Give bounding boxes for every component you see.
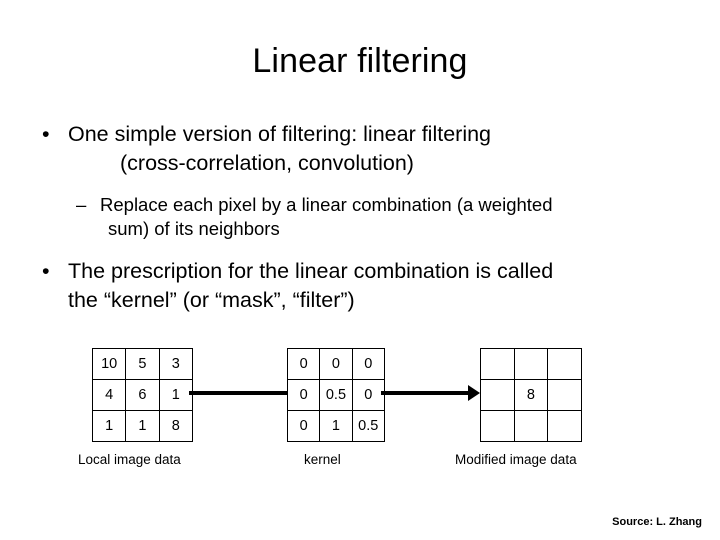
matrix-cell: 1 (158, 379, 193, 411)
matrix-cell: 0 (351, 348, 385, 380)
bullet-dot-icon: • (42, 259, 50, 284)
matrix-row: 1 1 8 (91, 410, 193, 442)
matrix-cell (480, 410, 515, 442)
connector-line-icon (189, 391, 287, 395)
matrix-row: 0 0.5 0 (286, 379, 385, 411)
matrix-row (480, 348, 582, 380)
bullet-dot-icon: • (42, 122, 50, 146)
matrix-cell: 0 (286, 410, 321, 442)
bullet-3-line-2: the “kernel” (or “mask”, “filter”) (68, 287, 355, 312)
local-image-data-matrix: 10 5 3 4 6 1 1 1 8 (91, 348, 193, 442)
bullet-dash-icon: – (76, 194, 87, 216)
matrix-cell: 8 (158, 410, 193, 442)
matrix-cell (480, 379, 515, 411)
right-arrow-icon (468, 385, 480, 401)
matrix-cell (480, 348, 515, 380)
page-title: Linear filtering (252, 42, 468, 80)
matrix-row (480, 410, 582, 442)
matrix-row: 8 (480, 379, 582, 411)
bullet-2-line-1: Replace each pixel by a linear combinati… (100, 194, 553, 216)
matrix-cell (547, 348, 582, 380)
matrix-row: 0 1 0.5 (286, 410, 385, 442)
matrix-cell (547, 379, 582, 411)
matrix-cell: 1 (319, 410, 353, 442)
matrix-cell (513, 348, 549, 380)
matrix-cell (513, 410, 549, 442)
convolution-diagram: 10 5 3 4 6 1 1 1 8 0 0 0 0 (0, 346, 720, 481)
matrix-cell: 1 (91, 410, 127, 442)
bullet-item-2: – Replace each pixel by a linear combina… (30, 193, 695, 241)
arrow-line-icon (381, 391, 471, 395)
bullet-1-line-1: One simple version of filtering: linear … (68, 122, 492, 146)
matrix-cell: 1 (125, 410, 160, 442)
matrix-cell: 10 (91, 348, 127, 380)
matrix-row: 4 6 1 (91, 379, 193, 411)
matrix-cell: 0 (319, 348, 353, 380)
caption-local-image-data: Local image data (78, 452, 181, 467)
modified-image-data-matrix: 8 (480, 348, 582, 442)
matrix-cell: 0 (286, 348, 321, 380)
caption-kernel: kernel (304, 452, 341, 467)
matrix-cell: 0.5 (351, 410, 385, 442)
matrix-row: 10 5 3 (91, 348, 193, 380)
matrix-cell: 0 (351, 379, 385, 411)
spacer (30, 179, 695, 193)
bullet-item-3: • The prescription for the linear combin… (30, 257, 695, 314)
matrix-row: 0 0 0 (286, 348, 385, 380)
matrix-cell: 0.5 (319, 379, 353, 411)
matrix-cell: 0 (286, 379, 321, 411)
slide-body: • One simple version of filtering: linea… (30, 120, 695, 316)
matrix-cell: 6 (125, 379, 160, 411)
matrix-cell: 4 (91, 379, 127, 411)
caption-modified-image-data: Modified image data (455, 452, 577, 467)
bullet-1-line-2: (cross-correlation, convolution) (120, 150, 414, 175)
spacer (30, 241, 695, 257)
kernel-matrix: 0 0 0 0 0.5 0 0 1 0.5 (286, 348, 385, 442)
bullet-item-1: • One simple version of filtering: linea… (30, 120, 695, 177)
bullet-2-line-2: sum) of its neighbors (108, 218, 280, 240)
source-attribution: Source: L. Zhang (612, 516, 702, 528)
matrix-cell (547, 410, 582, 442)
matrix-cell: 5 (125, 348, 160, 380)
bullet-3-line-1: The prescription for the linear combinat… (68, 259, 554, 284)
matrix-cell: 8 (513, 379, 549, 411)
matrix-cell: 3 (158, 348, 193, 380)
